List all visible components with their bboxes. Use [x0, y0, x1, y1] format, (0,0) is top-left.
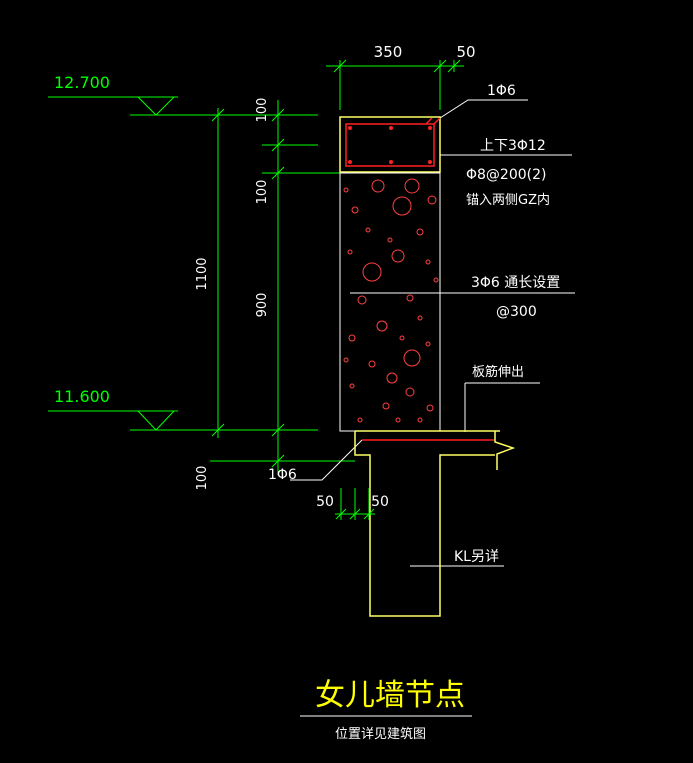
label-dist-bars: 3Φ6 通长设置 [471, 275, 560, 291]
masonry-void-20 [386, 372, 398, 384]
dim-100-mid: 100 [255, 180, 270, 205]
masonry-void-22 [405, 387, 415, 397]
concrete-coping [339, 116, 441, 173]
masonry-void-25 [357, 417, 363, 423]
coping-rebar [345, 117, 441, 167]
masonry-void-12 [406, 294, 414, 302]
dim-350: 350 [374, 43, 403, 61]
drawing-subtitle: 位置详见建筑图 [335, 726, 426, 742]
slab-beam-outline [354, 430, 516, 617]
masonry-void-0 [371, 179, 385, 193]
label-beam-note: KL另详 [454, 549, 499, 565]
label-hook-bottom: 1Φ6 [268, 467, 297, 483]
parapet-wall [339, 116, 441, 432]
bottom-dimensions [335, 488, 375, 520]
masonry-void-30 [343, 357, 349, 363]
top-dimensions [326, 59, 464, 110]
dim-1100: 1100 [195, 257, 210, 290]
masonry-void-17 [425, 341, 431, 347]
drawing-title: 女儿墙节点 [315, 678, 465, 713]
masonry-void-3 [392, 196, 412, 216]
masonry-void-21 [349, 383, 355, 389]
masonry-void-18 [403, 349, 421, 367]
label-anchorage: 锚入两侧GZ内 [466, 192, 550, 208]
masonry-void-5 [365, 227, 371, 233]
masonry-void-14 [376, 320, 388, 332]
masonry-void-19 [368, 360, 376, 368]
masonry-void-29 [433, 277, 439, 283]
level-top-label: 12.700 [54, 73, 110, 92]
masonry-void-26 [395, 417, 401, 423]
dim-100-top: 100 [255, 98, 270, 123]
level-marker-top: 12.700 [48, 73, 318, 116]
masonry-void-1 [404, 178, 420, 194]
masonry-void-24 [426, 404, 434, 412]
dim-50-top: 50 [456, 43, 475, 61]
masonry-void-28 [387, 237, 393, 243]
annotation-leaders [290, 99, 575, 567]
label-hook-top: 1Φ6 [487, 83, 516, 99]
masonry-void-10 [425, 259, 431, 265]
masonry-texture [343, 178, 439, 423]
masonry-void-6 [416, 228, 424, 236]
label-stirrups: Φ8@200(2) [466, 167, 546, 183]
masonry-void-13 [417, 315, 423, 321]
label-slab-bar: 板筋伸出 [472, 364, 524, 380]
level-marker-bottom: 11.600 [48, 387, 318, 431]
masonry-void-16 [399, 335, 405, 341]
masonry-void-8 [391, 249, 405, 263]
coping-bars [348, 126, 432, 164]
dim-100-bottom: 100 [195, 466, 210, 491]
label-dist-spacing: @300 [496, 304, 537, 320]
vertical-dimensions [210, 100, 355, 475]
masonry-void-2 [351, 206, 359, 214]
masonry-void-31 [417, 417, 423, 423]
level-bottom-label: 11.600 [54, 387, 110, 406]
dim-50-right: 50 [371, 494, 389, 510]
label-main-bars: 上下3Φ12 [480, 138, 546, 154]
masonry-void-11 [357, 295, 367, 305]
dim-900: 900 [255, 293, 270, 318]
dim-50-left: 50 [316, 494, 334, 510]
masonry-void-27 [343, 187, 349, 193]
masonry-void-4 [427, 195, 437, 205]
masonry-void-15 [348, 334, 356, 342]
masonry-void-7 [347, 249, 353, 255]
masonry-void-9 [362, 262, 382, 282]
masonry-void-23 [382, 402, 390, 410]
